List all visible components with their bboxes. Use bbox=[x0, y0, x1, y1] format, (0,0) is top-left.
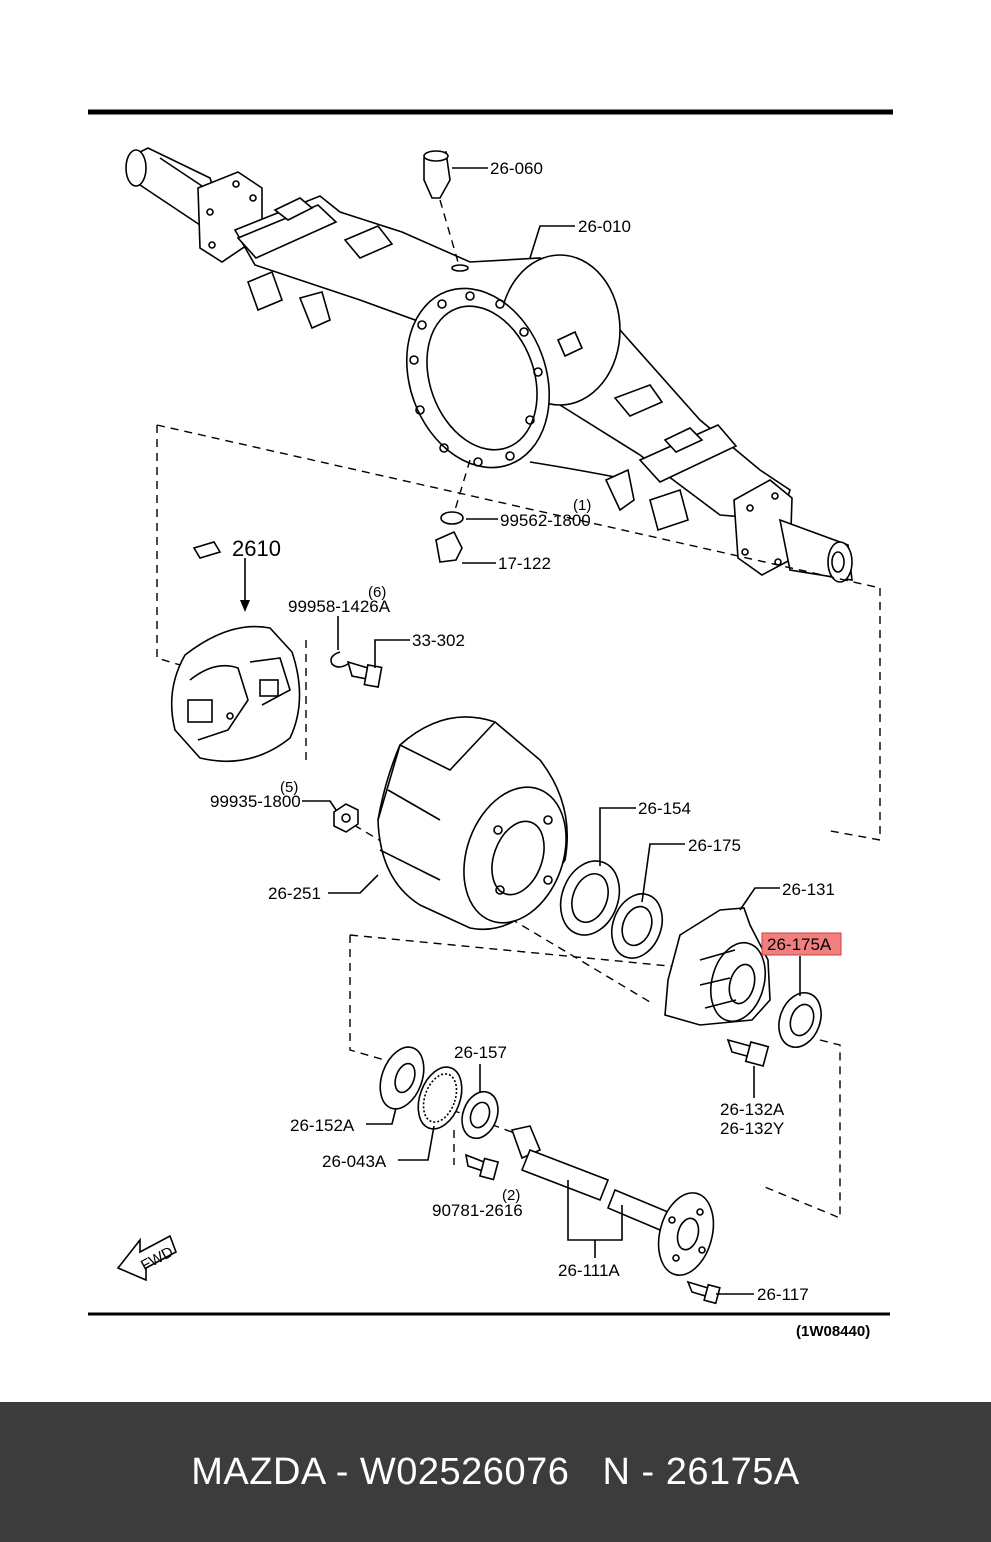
axle-bearing-part bbox=[461, 1090, 499, 1140]
label-99562-1800: 99562-1800 bbox=[500, 511, 591, 530]
label-26-117: 26-117 bbox=[757, 1285, 809, 1304]
label-26-010: 26-010 bbox=[578, 217, 631, 236]
breather-plug bbox=[423, 150, 469, 272]
axle-housing bbox=[125, 147, 853, 583]
label-26-132A: 26-132A bbox=[720, 1100, 785, 1119]
label-qty-5: (5) bbox=[280, 779, 298, 796]
label-26-251: 26-251 bbox=[268, 884, 321, 903]
wheel-hub-part bbox=[664, 907, 771, 1026]
wheel-stud-part bbox=[686, 1280, 721, 1305]
parts-diagram: 26-060 26-010 (1) 99562-1800 17-122 2610… bbox=[88, 109, 893, 1340]
footer-bar: MAZDA - W02526076 N - 26175A bbox=[0, 1402, 991, 1542]
label-26-175A: 26-175A bbox=[767, 935, 832, 954]
washer-part bbox=[440, 511, 464, 525]
abs-ring-part bbox=[379, 1046, 425, 1110]
label-90781-2616: 90781-2616 bbox=[432, 1201, 523, 1220]
label-qty-1: (1) bbox=[573, 497, 591, 514]
fwd-arrow-icon bbox=[116, 1234, 177, 1282]
label-26-157: 26-157 bbox=[454, 1043, 507, 1062]
wheel-nut-part bbox=[333, 803, 359, 833]
label-26-060: 26-060 bbox=[490, 159, 543, 178]
label-26-152A: 26-152A bbox=[290, 1116, 355, 1135]
label-33-302: 33-302 bbox=[412, 631, 465, 650]
label-26-175: 26-175 bbox=[688, 836, 741, 855]
label-99958-1426A: 99958-1426A bbox=[288, 597, 391, 616]
drain-plug-part bbox=[435, 530, 463, 563]
label-99935-1800: 99935-1800 bbox=[210, 792, 301, 811]
label-26-111A: 26-111A bbox=[558, 1261, 620, 1280]
axle-shaft-part bbox=[510, 1125, 715, 1276]
footer-part-number: MAZDA - W02526076 N - 26175A bbox=[191, 1450, 800, 1493]
label-26-131: 26-131 bbox=[782, 880, 835, 899]
sensor-rotor-part bbox=[417, 1066, 463, 1130]
label-qty-6: (6) bbox=[368, 584, 386, 601]
label-qty-2: (2) bbox=[502, 1187, 520, 1204]
brake-backing-plate bbox=[170, 541, 301, 763]
bearing-race-part bbox=[778, 992, 822, 1048]
oil-seal-part bbox=[559, 860, 621, 936]
label-17-122: 17-122 bbox=[498, 554, 551, 573]
highlight-box bbox=[761, 932, 842, 956]
hub-bolt-part bbox=[726, 1038, 770, 1067]
brake-drum bbox=[377, 716, 568, 931]
drawing-code: (1W08440) bbox=[796, 1323, 870, 1340]
bearing-part bbox=[610, 893, 664, 959]
circlip-part bbox=[330, 651, 349, 668]
label-26-132Y: 26-132Y bbox=[720, 1119, 784, 1138]
label-26-154: 26-154 bbox=[638, 799, 691, 818]
label-2610: 2610 bbox=[232, 536, 281, 561]
wheel-bolt-part bbox=[346, 660, 383, 688]
label-26-043A: 26-043A bbox=[322, 1152, 387, 1171]
retainer-bolt-part bbox=[464, 1153, 500, 1181]
